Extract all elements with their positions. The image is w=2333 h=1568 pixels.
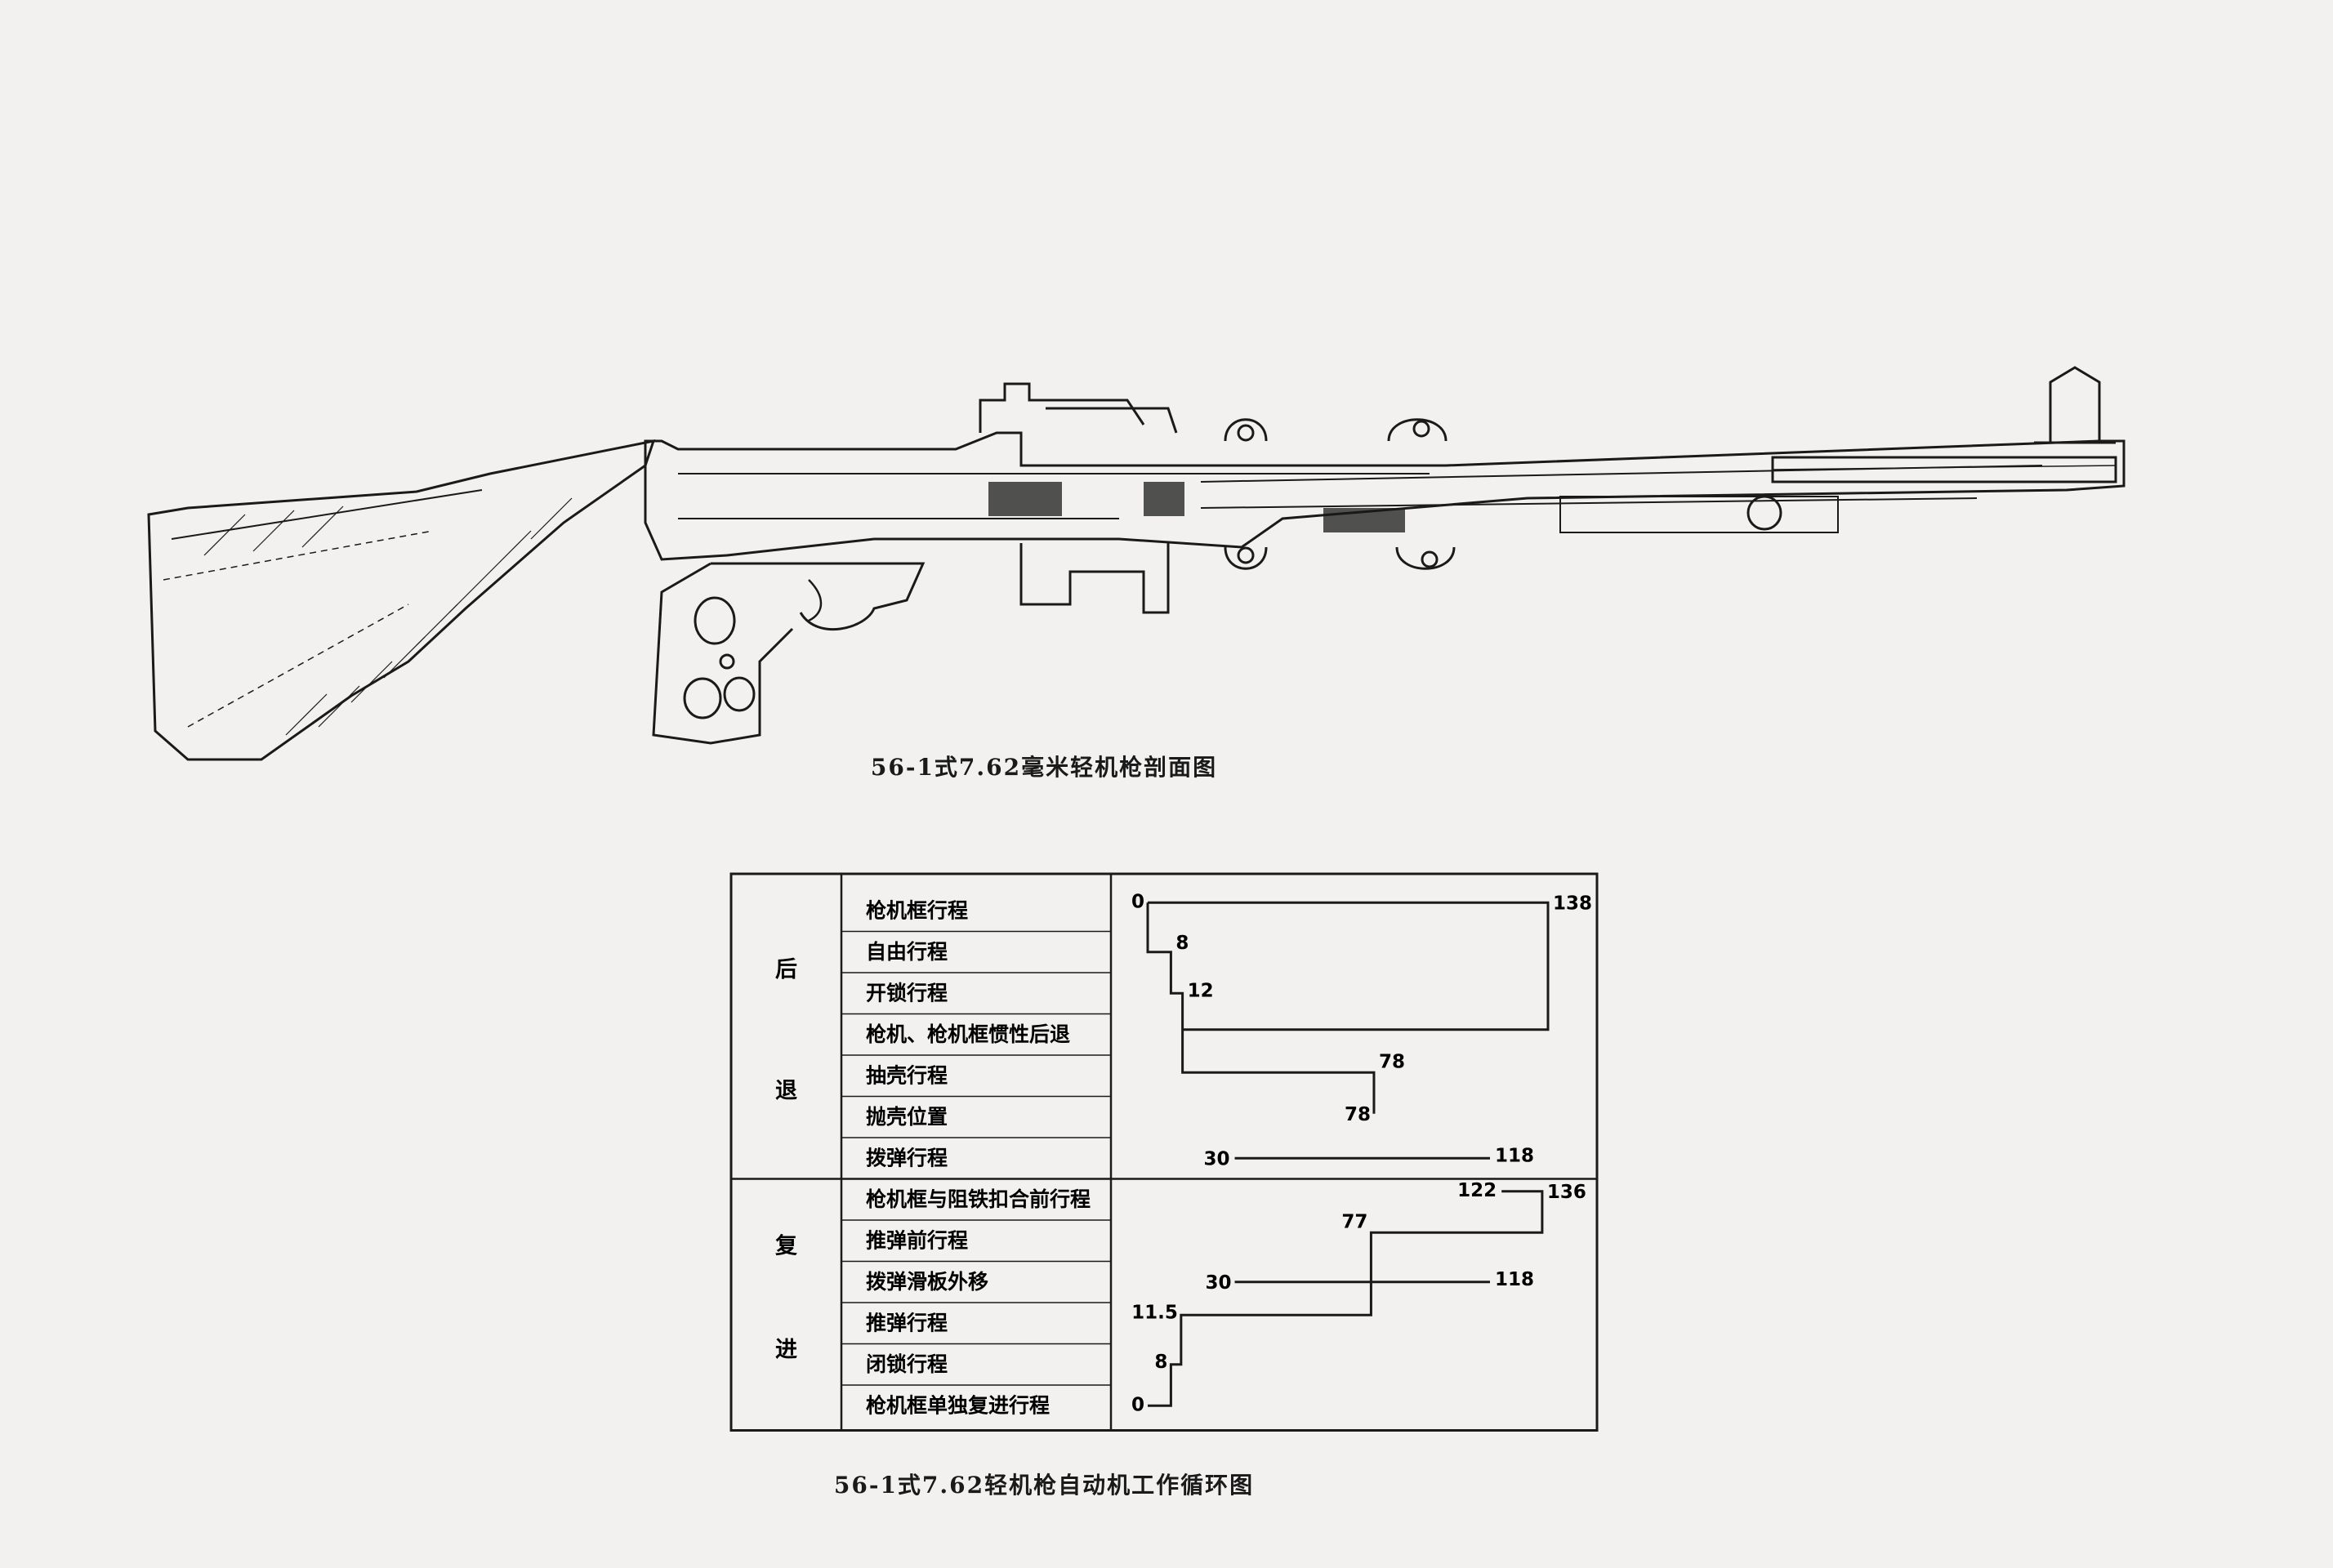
travel-value: 0 <box>1131 1394 1144 1415</box>
travel-value: 78 <box>1379 1051 1405 1072</box>
travel-value: 118 <box>1495 1145 1534 1166</box>
travel-value: 122 <box>1457 1180 1497 1201</box>
section-view-caption: 56-1式7.62毫米轻机枪剖面图 <box>870 754 1218 781</box>
stage-label: 拨弹行程 <box>866 1146 948 1169</box>
group-label-char: 复 <box>775 1233 798 1258</box>
travel-value: 118 <box>1495 1269 1534 1290</box>
stage-label: 闭锁行程 <box>866 1352 948 1376</box>
stage-label: 抛壳位置 <box>866 1105 948 1129</box>
travel-value: 11.5 <box>1131 1302 1178 1323</box>
travel-value: 138 <box>1553 893 1592 914</box>
cycle-chart: 后退枪机框行程自由行程开锁行程枪机、枪机框惯性后退抽壳行程抛壳位置拨弹行程复进枪… <box>729 872 1599 1432</box>
frame-travel-trace <box>1148 901 1550 1031</box>
table-frame <box>729 872 1599 1432</box>
stage-label: 推弹前行程 <box>866 1228 968 1252</box>
stage-label: 自由行程 <box>866 940 948 964</box>
stage-label: 枪机框与阻铁扣合前行程 <box>866 1187 1091 1211</box>
travel-value: 12 <box>1188 980 1214 1001</box>
stage-label: 枪机框单独复进行程 <box>866 1393 1050 1417</box>
rifle-section-drawing <box>147 366 2126 761</box>
travel-value: 8 <box>1154 1352 1167 1373</box>
return-trace <box>1148 1190 1544 1407</box>
travel-value: 8 <box>1175 933 1189 954</box>
stage-label: 推弹行程 <box>866 1311 948 1334</box>
travel-value: 30 <box>1206 1272 1232 1294</box>
stage-label: 开锁行程 <box>866 981 948 1004</box>
travel-value: 0 <box>1131 891 1144 912</box>
travel-value: 30 <box>1204 1148 1230 1169</box>
stage-label: 枪机框行程 <box>866 898 968 922</box>
stage-label: 抽壳行程 <box>866 1063 948 1087</box>
stage-label: 拨弹滑板外移 <box>866 1270 988 1294</box>
cycle-chart-caption: 56-1式7.62轻机枪自动机工作循环图 <box>833 1472 1255 1499</box>
travel-value: 78 <box>1345 1104 1371 1125</box>
free-unlock-trace <box>1146 902 1376 1114</box>
travel-value: 136 <box>1547 1182 1586 1203</box>
travel-value: 77 <box>1341 1211 1367 1232</box>
stage-label: 枪机、枪机框惯性后退 <box>866 1022 1070 1046</box>
group-label-char: 退 <box>775 1079 797 1104</box>
group-label-char: 进 <box>775 1338 797 1363</box>
group-label-char: 后 <box>775 957 797 982</box>
